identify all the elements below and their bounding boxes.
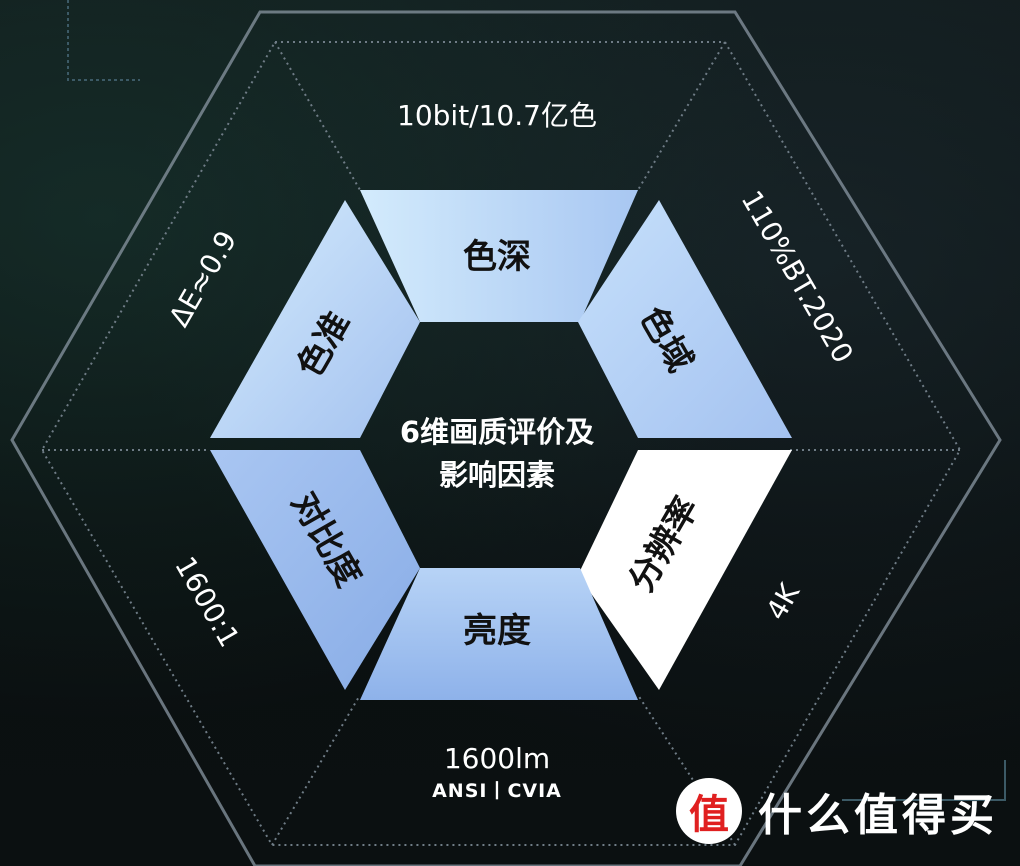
value-color-gamut: 110%BT.2020 xyxy=(735,185,860,369)
segment-brightness xyxy=(360,568,638,700)
segment-color-gamut xyxy=(578,200,792,438)
watermark-text: 什么值得买 xyxy=(758,790,998,841)
segment-label-color-depth: 色深 xyxy=(463,237,531,277)
watermark-logo-icon: 值 xyxy=(676,778,742,844)
segment-color-accuracy xyxy=(210,200,420,438)
segment-contrast xyxy=(210,450,420,690)
center-title-line2: 影响因素 xyxy=(439,458,555,492)
corner-bracket-bottom-right xyxy=(842,760,1006,801)
value-brightness-standard: ANSI丨CVIA xyxy=(432,780,562,802)
center-title-line1: 6维画质评价及 xyxy=(400,415,594,449)
value-color-depth: 10bit/10.7亿色 xyxy=(397,99,597,132)
value-color-accuracy: ΔE≈0.9 xyxy=(162,225,243,332)
segment-label-brightness: 亮度 xyxy=(463,611,531,651)
segment-resolution xyxy=(578,450,792,690)
dotted-dividers xyxy=(42,41,960,846)
outer-hexagon xyxy=(10,10,1002,866)
value-resolution: 4K xyxy=(759,577,806,625)
value-contrast: 1600:1 xyxy=(168,551,246,653)
corner-bracket-top-left xyxy=(67,0,140,81)
value-brightness: 1600lm xyxy=(444,742,550,775)
segment-color-depth xyxy=(360,190,638,322)
watermark: 值 什么值得买 xyxy=(676,775,998,847)
